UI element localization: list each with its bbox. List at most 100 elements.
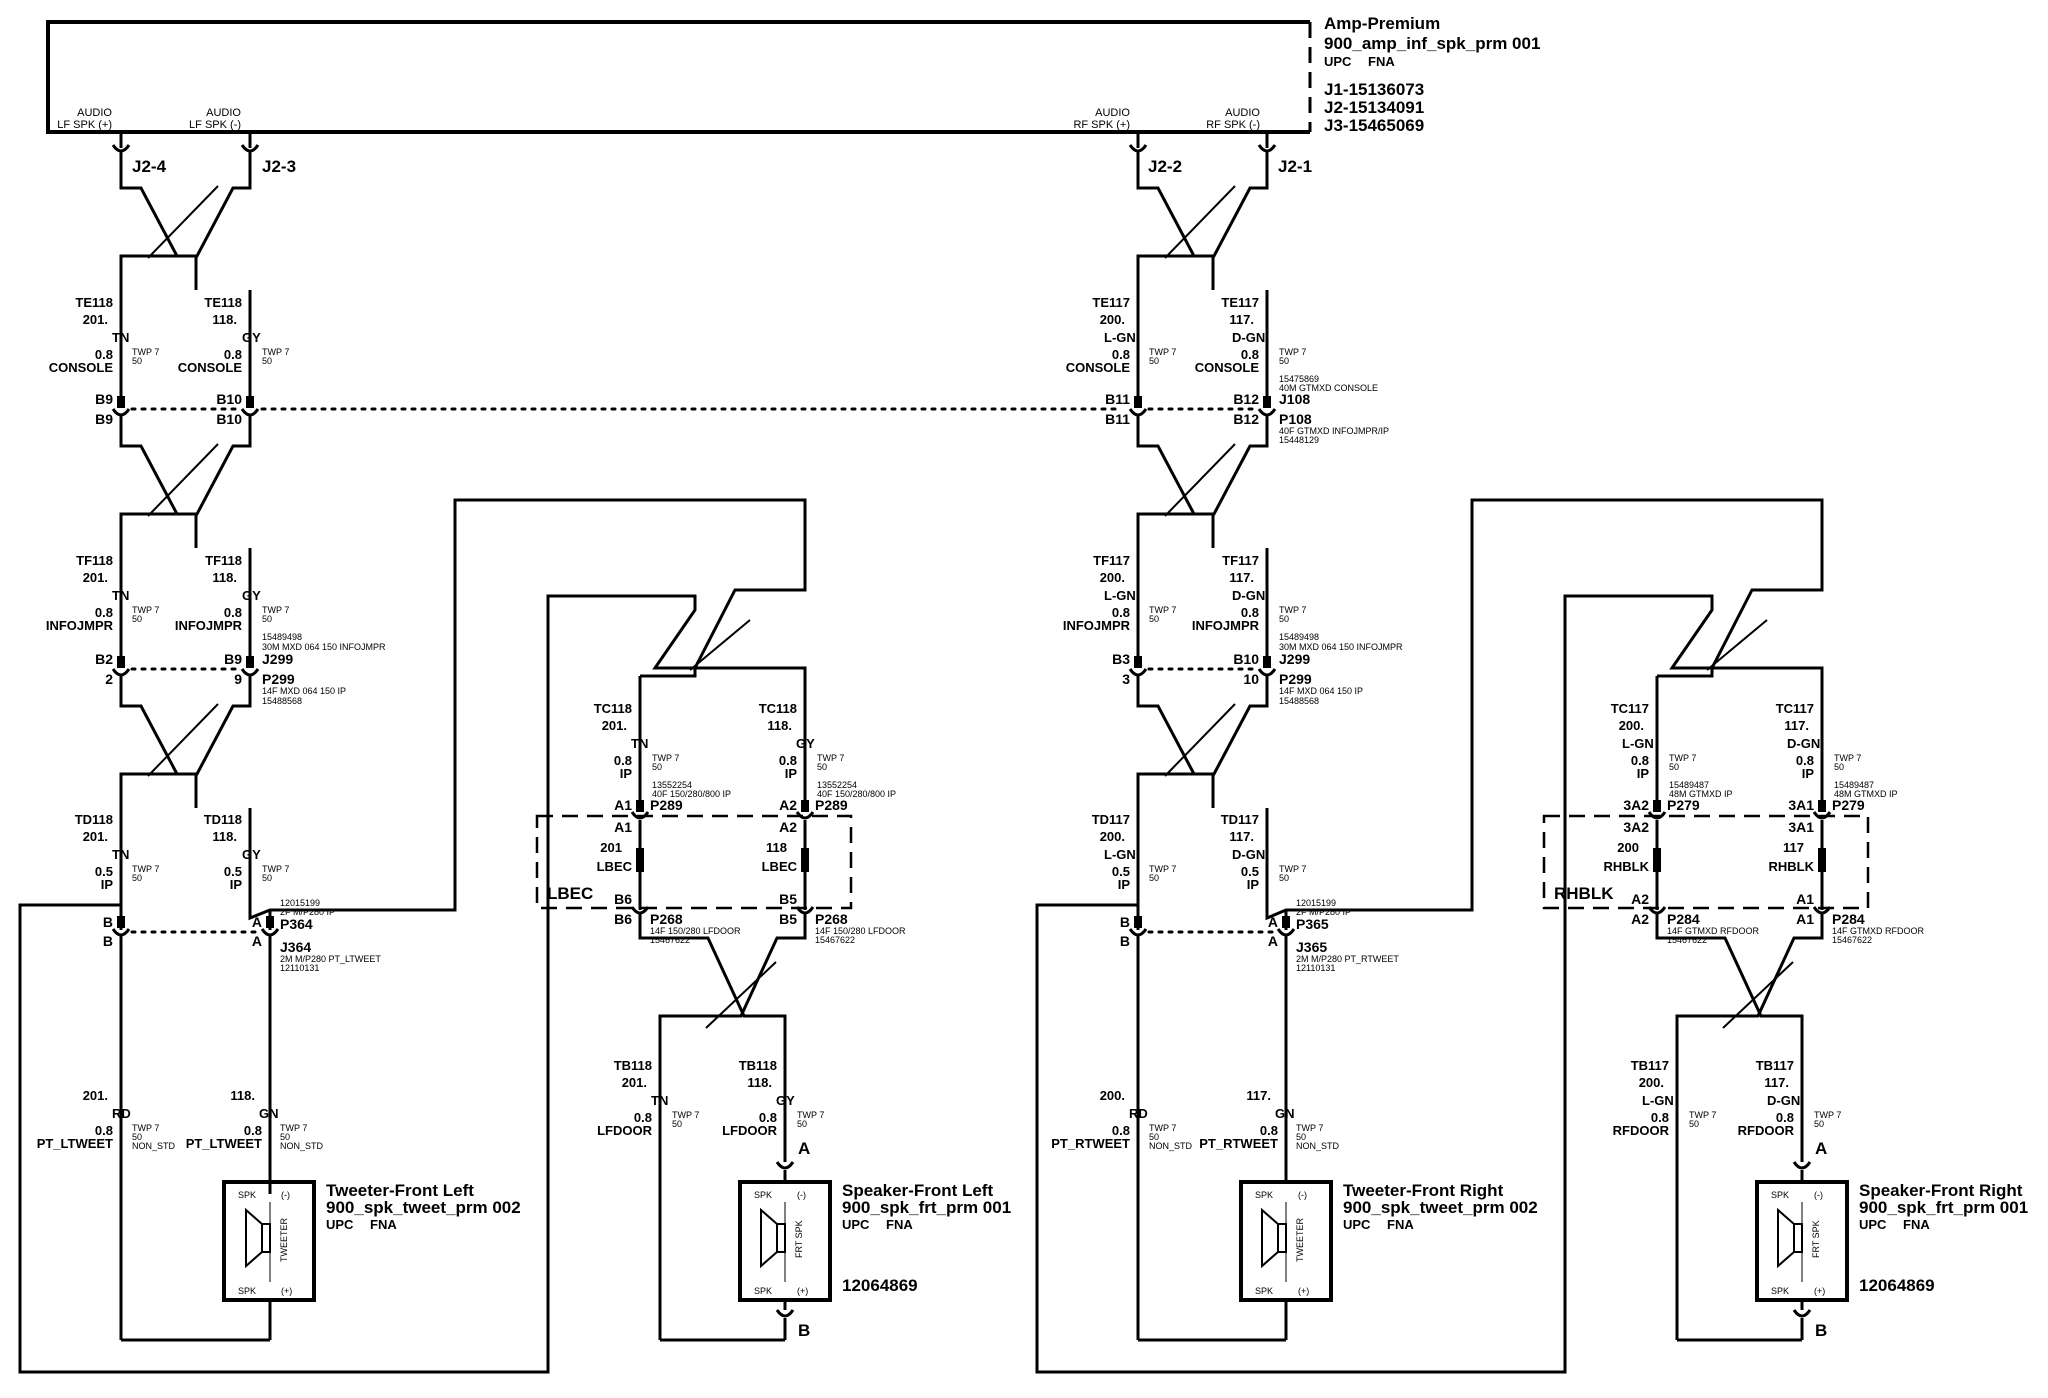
te-r-loc: CONSOLE (178, 360, 243, 375)
p299-desc: 14F MXD 064 150 IP (262, 686, 346, 696)
tf-r-loc: INFOJMPR (175, 618, 243, 633)
p289-desc: 40F 150/280/800 IP (652, 789, 731, 799)
tweeter-fr-title: Tweeter-Front Right (1343, 1181, 1504, 1200)
twp-50: 50 (1149, 873, 1159, 883)
twisted-wire (119, 414, 252, 548)
pt-l-gauge: 0.8 (1112, 1123, 1130, 1138)
p289-name: P289 (815, 797, 848, 813)
pin-a-bot: A (252, 933, 262, 949)
j299-name: J299 (1279, 651, 1310, 667)
speaker-icon (1777, 1207, 1803, 1269)
twp-label: TWP 7 (1834, 753, 1861, 763)
tc-l-gauge: 0.8 (1631, 753, 1649, 768)
minus-label: (-) (797, 1190, 806, 1200)
twp-50: 50 (797, 1119, 807, 1129)
j299-name: J299 (262, 651, 293, 667)
p289-part: 13552254 (817, 780, 857, 790)
pt-l-num: 200. (1100, 1088, 1125, 1103)
twisted-wire (1136, 414, 1269, 548)
pin-male (636, 800, 644, 812)
amp-connector-j3: J3-15465069 (1324, 116, 1424, 135)
tweeter-fl-upc: UPC (326, 1217, 354, 1232)
tc-l-loc: IP (620, 766, 633, 781)
j108-desc: 40M GTMXD CONSOLE (1279, 383, 1378, 393)
pin-male (246, 656, 254, 668)
amp-pin-lf-pos-b: LF SPK (+) (57, 119, 112, 131)
pin-female (1812, 811, 1832, 820)
p108-name: P108 (1279, 411, 1312, 427)
pin-a-top: A (252, 914, 262, 930)
twp-50: 50 (1279, 873, 1289, 883)
spk-label: SPK (238, 1190, 256, 1200)
te-r-gauge: 0.8 (224, 347, 242, 362)
pt-l-num: 201. (83, 1088, 108, 1103)
twist-mark (705, 961, 777, 1029)
pin-b5-bot: B5 (779, 911, 797, 927)
tc-l-color: L-GN (1622, 736, 1654, 751)
td-l-color: L-GN (1104, 847, 1136, 862)
twp-50: 50 (132, 873, 142, 883)
tc-r-num: 118. (767, 718, 792, 733)
twp-50: 50 (672, 1119, 682, 1129)
tc-r-gauge: 0.8 (1796, 753, 1814, 768)
pin-3: 3 (1122, 671, 1130, 687)
tweeter-front-right: SPK (-) SPK (+) TWEETER Tweeter-Front Ri… (1138, 1180, 1538, 1342)
pin-a1: A1 (1796, 891, 1814, 907)
pin-a1-bot: A1 (1796, 911, 1814, 927)
terminal-j2-1 (1257, 144, 1277, 153)
pin-a2: A2 (1631, 891, 1649, 907)
wire-lf-tc-l (18, 594, 697, 1374)
pin-female (1647, 811, 1667, 820)
p279-desc: 48M GTMXD IP (1669, 789, 1733, 799)
pin-b-label: B (1815, 1321, 1827, 1340)
p284-part: 15467622 (1667, 935, 1707, 945)
tweeter-fl-sub: 900_spk_tweet_prm 002 (326, 1198, 521, 1217)
tf-r-circuit: TF117 (1222, 553, 1259, 568)
twp-50: 50 (132, 614, 142, 624)
speaker-fl-part: 12064869 (842, 1276, 918, 1295)
terminal-j2-4 (111, 144, 131, 153)
splice-num: 201 (600, 840, 622, 855)
tweeter-fl-fna: FNA (370, 1217, 397, 1232)
p279-name: P279 (1667, 797, 1700, 813)
pt-l-loc: PT_LTWEET (37, 1136, 113, 1151)
twp-label: TWP 7 (797, 1110, 824, 1120)
pin-female (775, 1309, 795, 1318)
pin-male (1263, 656, 1271, 668)
spk-label: SPK (754, 1286, 772, 1296)
twp-50: 50 (280, 1132, 290, 1142)
te-r-num: 117. (1229, 312, 1254, 327)
pt-r-num: 117. (1246, 1088, 1271, 1103)
p289-part: 13552254 (652, 780, 692, 790)
te-r-loc: CONSOLE (1195, 360, 1260, 375)
tweeter-text: TWEETER (1295, 1218, 1305, 1262)
speaker-fl-title: Speaker-Front Left (842, 1181, 993, 1200)
te-l-circuit: TE118 (75, 295, 113, 310)
pin-a1: A1 (614, 797, 632, 813)
twist-mark (1164, 185, 1236, 259)
splice-num: 200 (1617, 840, 1639, 855)
twp-label: TWP 7 (1149, 347, 1176, 357)
pin-a-label: A (1815, 1139, 1827, 1158)
tf-r-num: 118. (212, 570, 237, 585)
j299-desc: 30M MXD 064 150 INFOJMPR (1279, 642, 1403, 652)
amp-pin-lf-neg-a: AUDIO (206, 107, 241, 119)
non-std-label: NON_STD (1296, 1141, 1340, 1151)
amp-connector-j1: J1-15136073 (1324, 80, 1424, 99)
tc-l-color: TN (631, 736, 648, 751)
tf-l-circuit: TF118 (76, 553, 113, 568)
label-j2-2: J2-2 (1148, 157, 1182, 176)
tf-l-loc: INFOJMPR (46, 618, 114, 633)
pin-a-label: A (798, 1139, 810, 1158)
frt-spk-text: FRT SPK (1811, 1220, 1821, 1258)
pin-male (1818, 800, 1826, 812)
tf-r-loc: INFOJMPR (1192, 618, 1260, 633)
speaker-icon (1261, 1207, 1287, 1269)
label-j2-4: J2-4 (132, 157, 167, 176)
tc-l-gauge: 0.8 (614, 753, 632, 768)
twp-50: 50 (262, 356, 272, 366)
non-std-label: NON_STD (1149, 1141, 1193, 1151)
non-std-label: NON_STD (280, 1141, 324, 1151)
td-r-loc: IP (1247, 877, 1260, 892)
